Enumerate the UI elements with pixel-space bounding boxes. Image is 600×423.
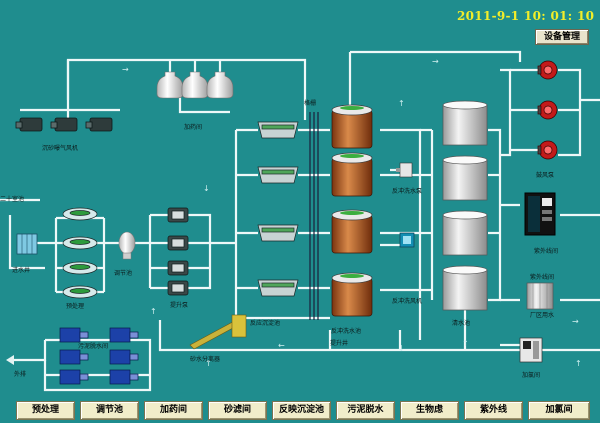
flow-arrow: ←	[278, 341, 285, 350]
flow-arrow: ↑	[205, 359, 212, 368]
label-sand-pool: 二十室池	[0, 196, 25, 203]
label-uv-room: 紫外线间	[534, 248, 559, 255]
label-reactor-tank: 反应沉淀池	[250, 320, 281, 327]
chlorine-machine	[519, 337, 543, 363]
label-inlet-well: 进水井	[12, 267, 31, 274]
flow-arrow: ↑	[462, 339, 469, 348]
reactor-tanks	[331, 104, 373, 317]
factory-water-drum	[526, 282, 554, 310]
label-uv-lamp: 紫外线间	[530, 274, 555, 281]
nav-biofilter-button[interactable]: 生物虑	[400, 401, 459, 420]
label-backwash-pump: 反冲洗水泵	[392, 188, 423, 195]
label-sludge-dewater: 污泥脱水间	[78, 343, 109, 350]
sludge-pumps	[59, 327, 139, 385]
flow-arrow: ↑	[575, 359, 582, 368]
label-pretreat: 预处理	[66, 303, 85, 310]
flow-arrow: ↓	[203, 184, 210, 193]
flow-arrow: →	[122, 65, 129, 74]
flow-arrow: →	[432, 57, 439, 66]
label-sand-separator: 砂水分离器	[190, 356, 221, 363]
regulating-pool	[118, 231, 136, 260]
clear-tanks	[442, 100, 488, 311]
nav-dosing-button[interactable]: 加药间	[144, 401, 203, 420]
label-backwash-water: 反冲洗水池	[331, 328, 362, 335]
label-regulating-pool: 调节池	[114, 270, 133, 277]
label-dosing-room: 加药间	[184, 124, 203, 131]
bottom-nav: 预处理 调节池 加药间 砂滤间 反映沉淀池 污泥脱水 生物虑 紫外线 加氯间	[16, 401, 590, 420]
flow-arrow: ↑	[398, 99, 405, 108]
red-pumps	[537, 60, 558, 160]
uv-cabinet	[524, 192, 556, 236]
nav-chlorine-button[interactable]: 加氯间	[528, 401, 590, 420]
pretreat-units	[62, 207, 98, 299]
dosing-tanks	[156, 71, 234, 99]
label-backwash-fan: 反冲洗风机	[392, 298, 423, 305]
label-grid: 格栅	[304, 100, 317, 107]
clarifier-trays	[257, 121, 299, 297]
label-lifting-well: 提升井	[330, 340, 349, 347]
label-chlorine-room: 加氯间	[522, 372, 541, 379]
equipment-management-button[interactable]: 设备管理	[535, 29, 589, 45]
nav-sand-filter-button[interactable]: 砂滤间	[208, 401, 267, 420]
sand-blowers	[15, 117, 113, 132]
flow-arrow: →	[572, 317, 579, 326]
label-drum-pump: 鼓风泵	[536, 172, 555, 179]
nav-pretreat-button[interactable]: 预处理	[16, 401, 75, 420]
flow-arrow: ↑	[150, 307, 157, 316]
label-clear-pool: 清水池	[452, 320, 471, 327]
nav-reactor-button[interactable]: 反映沉淀池	[272, 401, 331, 420]
label-sand-blower: 沉砂曝气风机	[42, 145, 79, 152]
nav-sludge-button[interactable]: 污泥脱水	[336, 401, 395, 420]
sand-separator	[189, 314, 247, 350]
datetime-display: 2011-9-1 10: 01: 10	[457, 9, 595, 23]
nav-regulating-button[interactable]: 调节池	[80, 401, 139, 420]
label-outflow: 外排	[14, 371, 27, 378]
lift-pumps	[167, 207, 189, 296]
outflow-arrow	[6, 355, 14, 365]
grid-screens	[309, 112, 319, 320]
nav-uv-button[interactable]: 紫外线	[464, 401, 523, 420]
inlet-well	[16, 233, 38, 255]
pipe-network	[0, 50, 600, 392]
label-lift-pump: 提升泵	[170, 302, 189, 309]
backwash-pumps	[396, 162, 415, 248]
flow-arrow: ↓	[398, 344, 405, 353]
label-factory-water: 厂区用水	[530, 312, 555, 319]
